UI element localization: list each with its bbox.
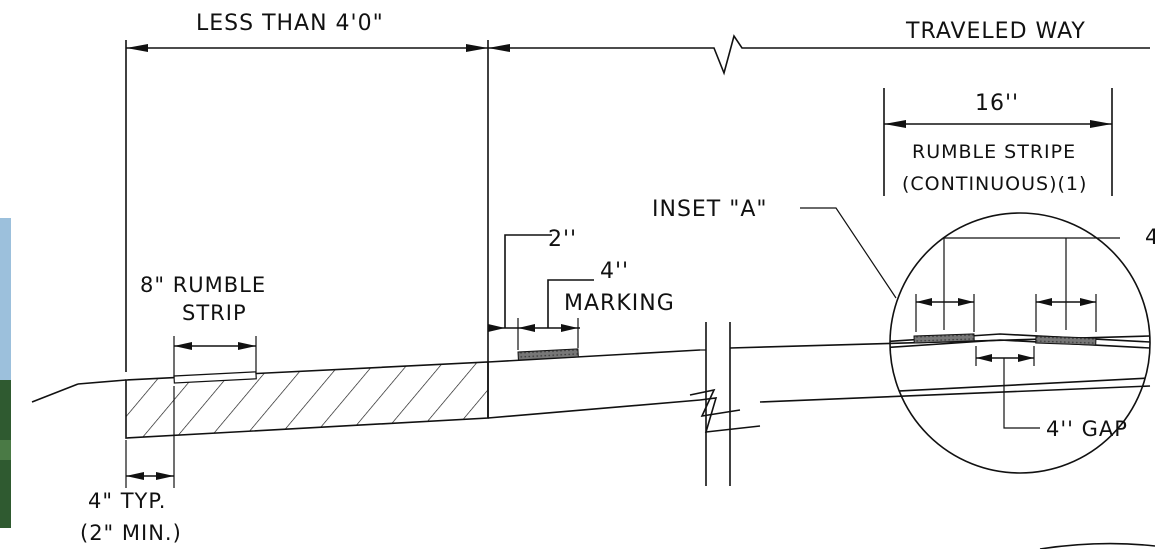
typical-dimension: 4" TYP. (2" MIN.) xyxy=(80,386,182,545)
inset-a-callout: INSET "A" xyxy=(652,197,897,299)
traveled-way-label: TRAVELED WAY xyxy=(905,19,1086,44)
rumble-strip-label-2: STRIP xyxy=(182,301,247,325)
gap-label: 4'' GAP xyxy=(1046,417,1128,441)
less-than-label: LESS THAN 4'0" xyxy=(196,11,384,36)
inset-a-detail: 4'' GAP 4 xyxy=(889,212,1155,474)
partial-circle xyxy=(1039,542,1155,550)
inset-label: INSET "A" xyxy=(652,197,768,222)
edge-character: 4 xyxy=(1145,225,1155,249)
typical-label: 4" TYP. xyxy=(88,489,166,513)
minimum-label: (2" MIN.) xyxy=(80,521,182,545)
two-inch-label: 2'' xyxy=(548,227,577,252)
road-section xyxy=(31,322,1151,486)
rumble-stripe-dimension: 16'' RUMBLE STRIPE (CONTINUOUS)(1) xyxy=(883,88,1113,196)
rumble-stripe-continuous-label: (CONTINUOUS)(1) xyxy=(902,173,1087,195)
marking-label: MARKING xyxy=(564,291,675,316)
background-photo-fragment xyxy=(0,218,11,528)
four-inch-label: 4'' xyxy=(600,259,629,284)
sixteen-inch-label: 16'' xyxy=(975,91,1019,116)
width-dimension: LESS THAN 4'0" xyxy=(125,11,489,418)
rumble-strip-dimension: 8" RUMBLE STRIP xyxy=(140,273,266,378)
rumble-stripe-label: RUMBLE STRIPE xyxy=(912,141,1076,163)
marking-dimension: 2'' 4'' MARKING xyxy=(488,227,675,350)
traveled-way-dimension: TRAVELED WAY xyxy=(488,19,1150,76)
rumble-strip-label: 8" RUMBLE xyxy=(140,273,266,297)
